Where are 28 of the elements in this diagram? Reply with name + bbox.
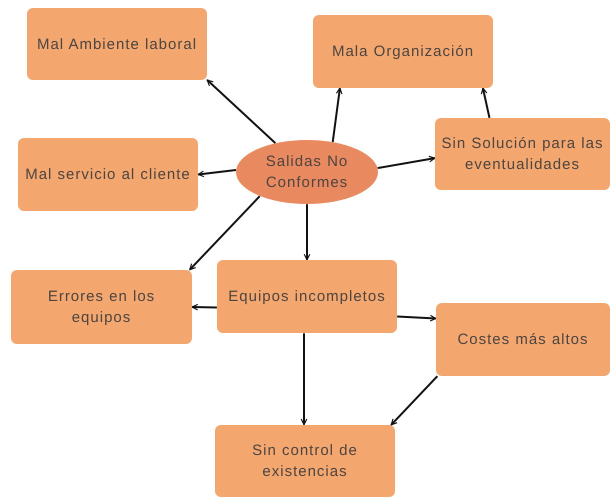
arrow xyxy=(390,376,438,426)
concept-box xyxy=(11,270,192,344)
concept-box xyxy=(435,118,610,190)
concept-box xyxy=(18,138,198,211)
arrow xyxy=(397,314,436,322)
node-label: Sin Solución para las eventualidades xyxy=(440,134,604,175)
node-label: Sin control de existencias xyxy=(251,441,359,482)
concept-box xyxy=(217,260,397,333)
arrow xyxy=(192,304,217,310)
concept-box xyxy=(27,8,207,80)
arrow xyxy=(332,88,342,142)
arrow xyxy=(189,196,260,270)
node-label: Equipos incompletos xyxy=(227,287,387,307)
node-label: Costes más altos xyxy=(456,330,590,350)
concept-box xyxy=(313,15,493,88)
concept-box xyxy=(215,425,395,497)
arrow xyxy=(206,79,276,144)
node-label: Errores en los equipos xyxy=(46,287,156,328)
arrow xyxy=(300,333,308,426)
arrow xyxy=(377,156,436,170)
concept-box xyxy=(436,303,610,376)
arrow xyxy=(304,204,310,260)
node-label: Salidas No Conformes xyxy=(264,152,350,193)
arrow xyxy=(480,88,490,118)
node-label: Mal Ambiente laboral xyxy=(36,34,198,54)
arrow xyxy=(198,169,236,178)
node-label: Mala Organización xyxy=(330,42,476,62)
node-label: Mal servicio al cliente xyxy=(24,165,192,185)
